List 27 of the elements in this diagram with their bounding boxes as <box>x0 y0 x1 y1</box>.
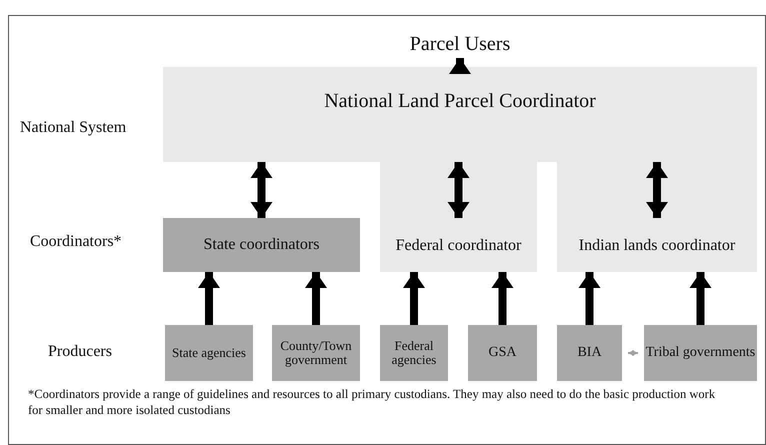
coordinator-box: Federal coordinator <box>380 162 537 272</box>
arrow <box>305 272 327 325</box>
node-text: National Land Parcel Coordinator <box>324 91 596 112</box>
arrow <box>646 162 668 218</box>
arrow <box>448 162 470 218</box>
producer-box: GSA <box>468 325 537 381</box>
producer-box: BIA <box>557 325 622 381</box>
arrow <box>403 272 425 325</box>
producer-box: County/Town government <box>272 325 360 381</box>
producer-box: Federal agencies <box>380 325 448 381</box>
row-label: Producers <box>48 342 113 362</box>
heading-text: Parcel Users <box>410 34 510 54</box>
producer-box: Tribal governments <box>644 325 757 381</box>
coordinator-band <box>163 67 757 162</box>
arrow <box>628 350 638 356</box>
arrow <box>250 162 272 218</box>
producer-box: State agencies <box>165 325 253 381</box>
arrow <box>198 272 220 325</box>
coordinator-box: State coordinators <box>163 218 360 272</box>
arrow <box>690 272 712 325</box>
row-label: Coordinators* <box>30 232 123 252</box>
footnote-text: *Coordinators provide a range of guidelines and resources to all primary custodians. They may also need to do the basic production work for smaller and more isolated custodians <box>28 386 716 418</box>
arrow <box>578 272 600 325</box>
row-label: National System <box>20 118 128 138</box>
arrow <box>449 58 471 74</box>
arrow <box>492 272 514 325</box>
coordinator-box: Indian lands coordinator <box>557 162 757 272</box>
